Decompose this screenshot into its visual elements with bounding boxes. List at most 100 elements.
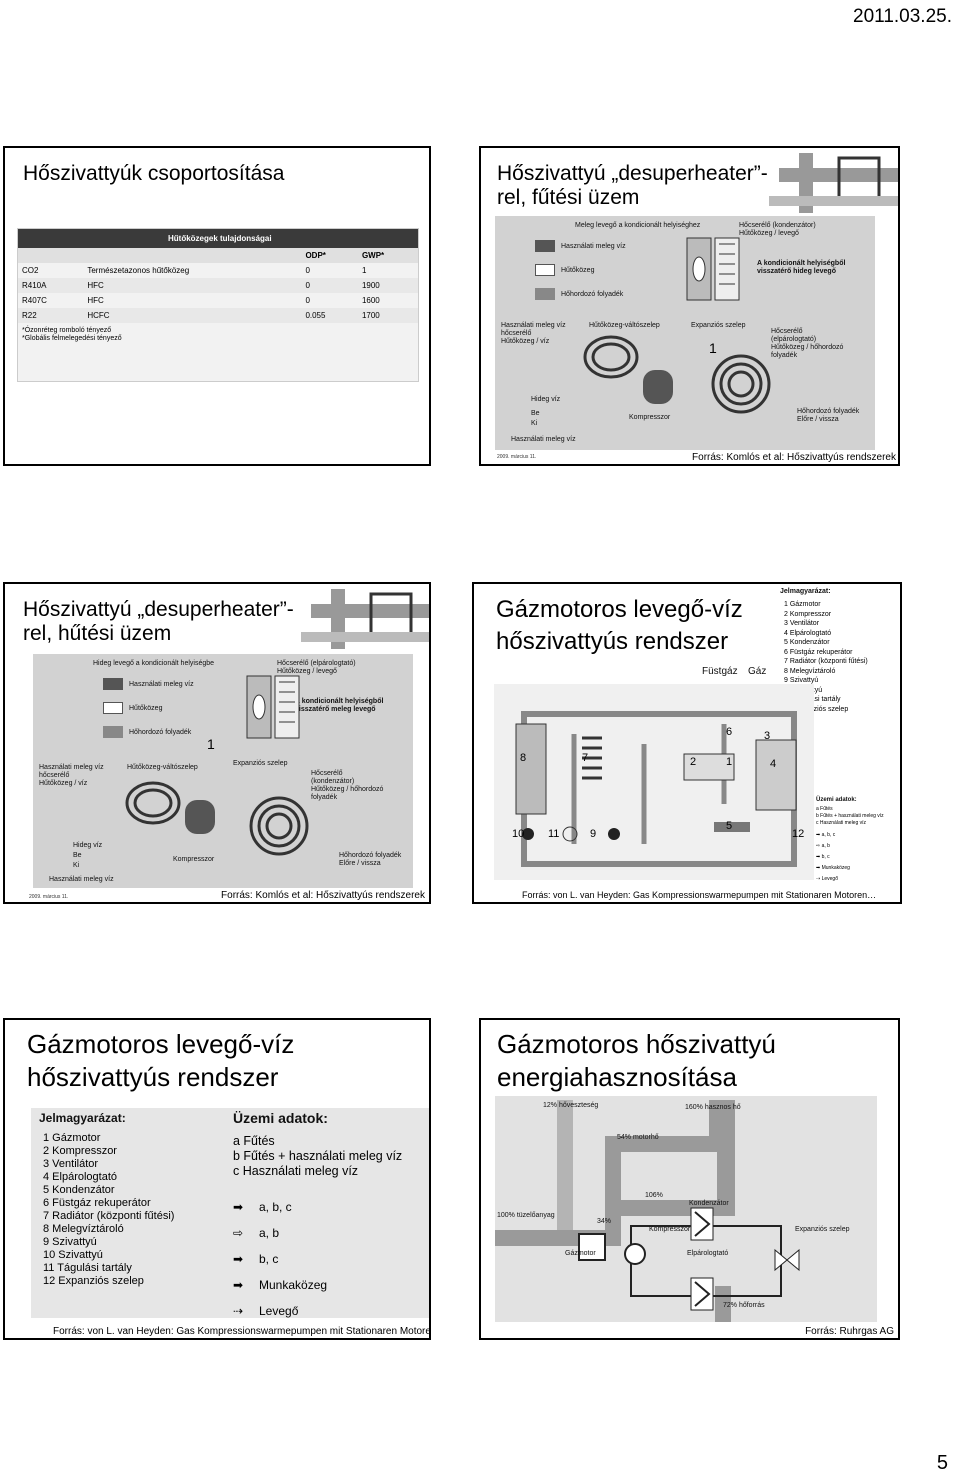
ops-item: b Fűtés + használati meleg víz [233,1149,403,1163]
energy-label: 34% [597,1218,612,1225]
diagram-label: A kondicionált helyiségből visszatérő hi… [757,260,846,275]
hollow-arrow-icon: ⇨ [233,1226,244,1240]
diagram-label: Expanziós szelep [691,322,746,329]
diagram-number: 1 [709,340,717,356]
component-number: 7 [582,752,589,764]
legend-item: 12 Expanziós szelep [43,1275,144,1287]
compressor-icon [643,370,673,404]
component-label: Kondenzátor [689,1200,729,1207]
legend-item: 10 Szivattyú [43,1249,103,1261]
legend-swatch [103,678,123,690]
legend-item: 8 Melegvíztároló [43,1223,124,1235]
energy-flow-arrows-icon [495,1100,800,1322]
diagram-label: Hőhordozó folyadék Előre / vissza [797,408,860,423]
table-cell: 1900 [361,281,380,290]
table-cell: HFC [87,296,104,305]
fan-coil-icon [686,237,740,301]
table-cell: 0 [305,266,310,275]
table-header [83,248,301,263]
arrow-legend-item: ➡ a, b, c [816,832,836,838]
ops-item: c Használati meleg víz [816,820,867,826]
header-date: 2011.03.25. [853,6,952,27]
slide-4: Gázmotoros levegő-víz hőszivattyús rends… [472,582,902,904]
component-label: Elpárologtató [687,1250,729,1257]
source-text: Forrás: Komlós et al: Hőszivattyús rends… [692,452,896,463]
legend-swatch [535,264,555,276]
coil-icon [125,781,181,825]
legend-label: Hűtőközeg [561,267,595,274]
heating-mode-diagram: Meleg levegő a kondicionált helyiséghez … [495,216,875,450]
slide-title: Hőszivattyú „desuperheater”- rel, hűtési… [23,598,294,645]
legend-item: 1 Gázmotor [784,601,821,608]
solid-arrow-icon: ➡ [233,1200,244,1214]
diagram-label: Hőcserélő (elpárologtató) Hűtőközeg / le… [277,660,356,675]
ops-title: Üzemi adatok: [233,1110,328,1126]
arrow-legend-item: ➡b, c [233,1246,327,1272]
component-number: 2 [690,756,697,768]
diagram-label: Használati meleg víz [49,876,114,883]
component-number: 3 [764,730,771,742]
legend-swatch [103,702,123,714]
table-caption: Hűtőközegek tulajdonságai [18,229,418,248]
legend-label: Használati meleg víz [561,243,626,250]
energy-label: 54% motorhő [617,1134,659,1141]
dashed-arrow-icon: ➡ [233,1252,244,1266]
table-cell: 0 [305,281,310,290]
refrigerant-table: Hűtőközegek tulajdonságai ODP* GWP* CO2 … [17,228,419,382]
energy-label: 106% [645,1192,663,1199]
table-cell: HFC [87,281,104,290]
slide-title: Hőszivattyú „desuperheater”- rel, fűtési… [497,162,768,209]
component-number: 5 [726,820,733,832]
table-cell: R407C [22,296,47,305]
ops-item: a Fűtés [816,806,833,812]
arrow-legend-label: a, b [259,1226,280,1240]
table-cell: 1 [361,266,367,275]
energy-label: 160% hasznos hő [685,1104,741,1111]
legend-label: Használati meleg víz [129,681,194,688]
legend-item: 3 Ventilátor [784,620,820,627]
pipe-schematic-icon [301,584,429,654]
table-row: R410A HFC 0 1900 [18,278,418,293]
medium-arrow-icon: ➡ [233,1278,244,1292]
legend-item: 6 Füstgáz rekuperátor [43,1197,151,1209]
coil-icon [583,335,639,379]
arrow-legend-item: ➡ Munkaközeg [233,1272,327,1298]
table-cell: R22 [22,311,37,320]
compressor-icon [185,800,215,834]
diagram-label: Használati meleg víz hőcserélő Hűtőközeg… [501,322,566,345]
slide-2: Hőszivattyú „desuperheater”- rel, fűtési… [479,146,900,466]
table-note: *Ózonréteg romboló tényező [22,327,112,334]
diagram-label: Hőhordozó folyadék Előre / vissza [339,852,402,867]
ops-title: Üzemi adatok: [816,797,857,803]
flue-gas-label: Füstgáz [702,666,738,677]
arrow-legend-label: Levegő [259,1304,299,1318]
condenser-coil-icon [249,796,309,856]
component-label: Expanziós szelep [795,1226,850,1233]
diagram-label: Kompresszor [629,414,671,421]
diagram-label: Hideg levegő a kondicionált helyiségbe [93,660,215,667]
cooling-mode-diagram: Hideg levegő a kondicionált helyiségbe H… [33,654,413,888]
component-number: 11 [548,828,560,840]
page-number: 5 [936,1452,948,1474]
legend-item: 7 Radiátor (központi fűtési) [784,658,868,665]
arrow-legend-item: ⇢ Levegő [816,876,838,882]
legend-item: 1 Gázmotor [43,1132,101,1144]
diagram-label: Hőcserélő (kondenzátor) Hűtőközeg / hőho… [311,770,384,801]
legend-item: 5 Kondenzátor [784,639,830,646]
diagram-label: Hőcserélő (kondenzátor) Hűtőközeg / leve… [739,222,816,237]
diagram-label: Ki [73,862,80,869]
table-header: ODP* [305,251,326,260]
diagram-label: Kompresszor [173,856,215,863]
diagram-label: Hideg víz [531,396,561,403]
arrow-legend-item: ➡ b, c [816,854,830,860]
component-number: 1 [726,756,733,768]
table-row: R22 HCFC 0.055 1700 [18,308,418,323]
legend-item: 11 Tágulási tartály [43,1262,132,1274]
arrow-legend-label: a, b [821,843,830,849]
arrow-legend-label: Levegő [821,876,838,882]
gas-label: Gáz [748,666,767,677]
source-text: Forrás: Ruhrgas AG [805,1326,894,1337]
arrow-legend-label: Munkaközeg [259,1278,328,1292]
diagram-label: Használati meleg víz [511,436,576,443]
diagram-label: Be [531,410,540,417]
